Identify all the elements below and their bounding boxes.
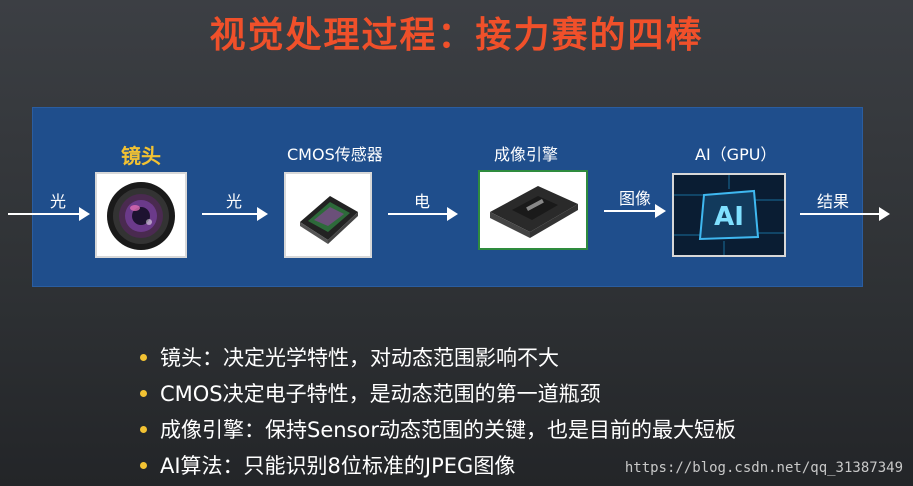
- imaging-chip-icon: [478, 170, 588, 250]
- bullet-icon: [140, 354, 147, 361]
- arrow-3: [388, 207, 458, 221]
- list-item: 成像引擎：保持Sensor动态范围的关键，也是目前的最大短板: [140, 412, 736, 448]
- arrow-label-5: 结果: [817, 192, 850, 211]
- list-item: CMOS决定电子特性，是动态范围的第一道瓶颈: [140, 376, 736, 412]
- bullet-list: 镜头：决定光学特性，对动态范围影响不大 CMOS决定电子特性，是动态范围的第一道…: [140, 340, 736, 484]
- arrow-2: [202, 207, 268, 221]
- list-item: 镜头：决定光学特性，对动态范围影响不大: [140, 340, 736, 376]
- bullet-icon: [140, 426, 147, 433]
- arrow-4: [604, 204, 666, 218]
- bullet-icon: [140, 390, 147, 397]
- slide-title: 视觉处理过程：接力赛的四棒: [209, 15, 704, 56]
- watermark: https://blog.csdn.net/qq_31387349: [624, 460, 903, 476]
- list-item: AI算法：只能识别8位标准的JPEG图像: [140, 448, 736, 484]
- bullet-text: 镜头：决定光学特性，对动态范围影响不大: [160, 346, 559, 370]
- bullet-icon: [140, 462, 147, 469]
- arrow-1: [8, 207, 90, 221]
- arrow-label-3: 电: [414, 192, 431, 211]
- cmos-sensor-icon: [284, 172, 372, 258]
- stage-label-ai: AI（GPU）: [695, 145, 777, 164]
- bullet-text: CMOS决定电子特性，是动态范围的第一道瓶颈: [160, 382, 601, 406]
- stage-label-lens: 镜头: [121, 144, 161, 168]
- stage-label-cmos: CMOS传感器: [287, 145, 383, 164]
- bullet-text: 成像引擎：保持Sensor动态范围的关键，也是目前的最大短板: [160, 418, 736, 442]
- stage-label-engine: 成像引擎: [494, 145, 559, 164]
- ai-chip-icon: AI: [672, 173, 786, 257]
- arrow-5: [800, 207, 890, 221]
- arrow-label-2: 光: [226, 192, 243, 211]
- camera-lens-icon: [95, 172, 187, 258]
- bullet-text: AI算法：只能识别8位标准的JPEG图像: [160, 454, 516, 478]
- arrow-label-4: 图像: [619, 189, 652, 208]
- arrow-label-1: 光: [50, 192, 67, 211]
- svg-text:AI: AI: [714, 202, 744, 232]
